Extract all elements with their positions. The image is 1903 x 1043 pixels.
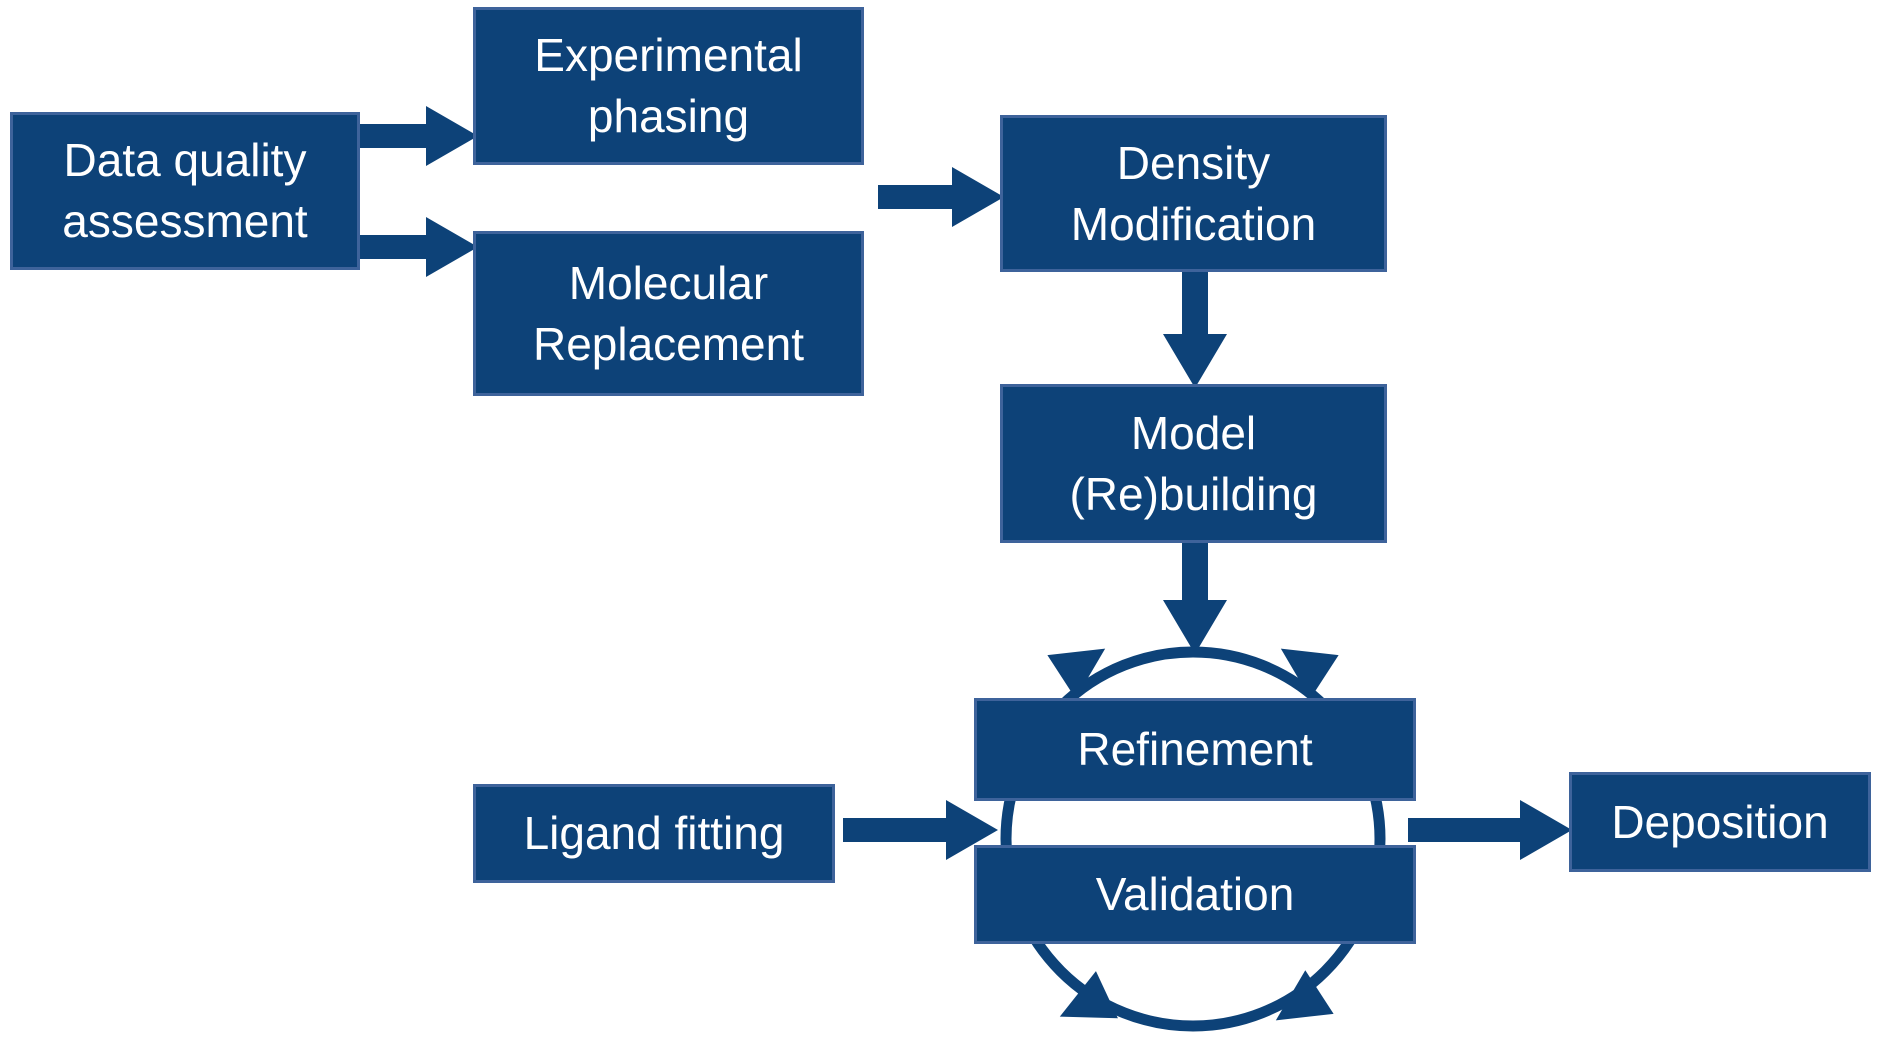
arrow-data-quality-to-molecular-replacement-icon xyxy=(358,217,478,277)
node-data-quality-assessment: Data quality assessment xyxy=(10,112,360,270)
node-validation: Validation xyxy=(974,845,1416,944)
node-deposition: Deposition xyxy=(1569,772,1871,872)
node-refinement: Refinement xyxy=(974,698,1416,801)
cycle-arrowhead-top-left-icon xyxy=(1047,648,1106,699)
arrow-cycle-to-deposition-icon xyxy=(1408,800,1572,860)
node-label: Deposition xyxy=(1611,795,1829,848)
arrow-phasing-to-density-modification-icon xyxy=(878,167,1004,227)
arrow-density-modification-to-model-rebuilding-icon xyxy=(1163,272,1227,388)
node-label: Density Modification xyxy=(1070,136,1317,250)
node-label: Molecular Replacement xyxy=(532,256,805,370)
arrow-ligand-fitting-to-cycle-icon xyxy=(843,800,998,860)
node-molecular-replacement: Molecular Replacement xyxy=(473,231,864,396)
node-label: Model (Re)building xyxy=(1069,406,1318,520)
cycle-arrowhead-bottom-right-icon xyxy=(1275,970,1334,1021)
node-label: Data quality assessment xyxy=(62,134,308,247)
arrow-model-rebuilding-to-cycle-icon xyxy=(1163,543,1227,654)
node-ligand-fitting: Ligand fitting xyxy=(473,784,835,883)
arrow-data-quality-to-experimental-phasing-icon xyxy=(358,106,478,166)
cycle-arrowhead-bottom-left-icon xyxy=(1059,971,1118,1019)
node-density-modification: Density Modification xyxy=(1000,115,1387,272)
node-label: Refinement xyxy=(1077,723,1313,776)
refinement-validation-cycle-ring xyxy=(1000,646,1386,1032)
node-experimental-phasing: Experimental phasing xyxy=(473,7,864,165)
node-label: Validation xyxy=(1095,868,1295,921)
cycle-arrowhead-top-right-icon xyxy=(1280,648,1339,699)
node-label: Ligand fitting xyxy=(523,807,785,860)
node-label: Experimental phasing xyxy=(534,29,803,142)
node-model-rebuilding: Model (Re)building xyxy=(1000,384,1387,543)
